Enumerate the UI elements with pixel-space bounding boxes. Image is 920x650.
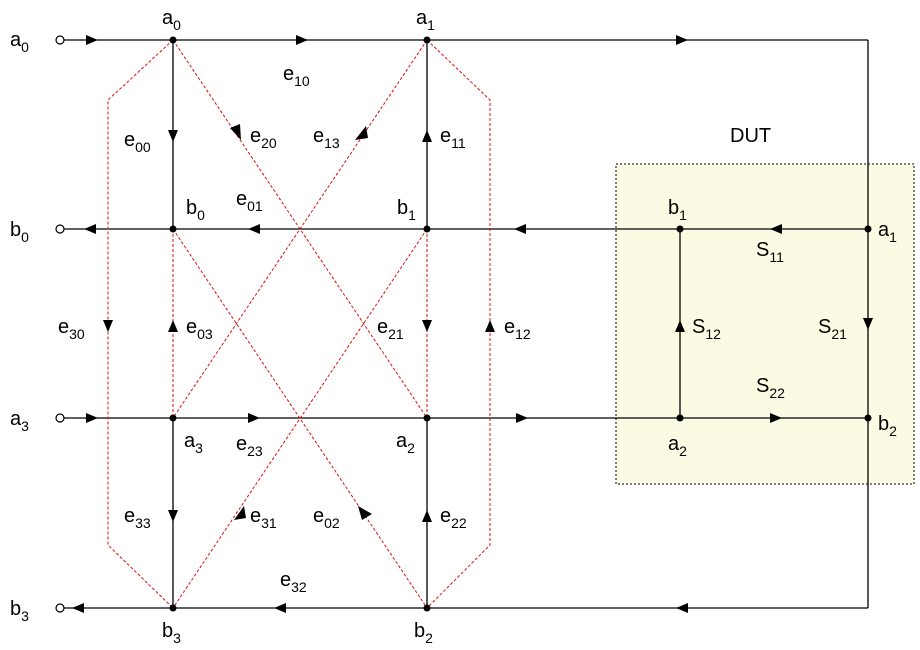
arrow-right [86,35,98,45]
edge-label-e13: e13 [313,125,340,151]
node-dut-b1 [676,225,684,233]
node-label-dut-a2: a2 [668,433,687,459]
node-dut-a2 [676,414,684,422]
edge-labels: e10 e00 e20 e13 e11 e01 e30 e03 e21 e12 … [58,63,847,595]
port-labels: a0 b0 a3 b3 [10,29,29,624]
node-b2 [423,604,431,612]
arrow-right [676,35,688,45]
port-label-a3: a3 [10,408,29,434]
node-label-b1: b1 [397,197,416,223]
arrow-left [72,603,84,613]
edge-label-e31: e31 [250,505,277,531]
port-label-b0: b0 [10,219,29,245]
edge-label-e30: e30 [58,316,85,342]
arrow-left [514,224,526,234]
node-label-a3: a3 [184,430,203,456]
arrows [72,35,873,613]
arrow-up [485,320,495,332]
edge-label-e22: e22 [440,505,467,531]
arrow-down [168,130,178,142]
arrow-diag [355,126,368,140]
port-a0[interactable] [55,35,65,45]
port-label-b3: b3 [10,598,29,624]
edge-label-S22: S22 [756,375,785,401]
node-label-a2: a2 [396,430,415,456]
edge-label-e33: e33 [124,505,151,531]
arrow-diag [230,124,241,140]
node-label-a0: a0 [162,7,181,33]
edge-label-S11: S11 [756,239,784,265]
arrow-diag [358,506,372,520]
edge-label-e20: e20 [250,125,277,151]
node-dut-b2 [864,414,872,422]
arrow-up [168,320,178,332]
node-label-b0: b0 [186,197,205,223]
edge-label-e12: e12 [504,316,531,342]
node-label-dut-a1: a1 [878,219,897,245]
node-label-dut-b2: b2 [878,413,897,439]
red-e12-path [426,39,491,609]
red-e02 [172,228,428,609]
edge-label-e03: e03 [186,316,213,342]
arrow-diag [234,506,246,520]
arrow-right [770,413,782,423]
arrow-left [676,603,688,613]
node-label-b2: b2 [414,620,433,646]
port-b0[interactable] [55,224,65,234]
edge-label-e10: e10 [283,63,310,89]
nodes [169,36,872,612]
port-b3[interactable] [55,603,65,613]
edge-label-e02: e02 [313,505,340,531]
node-a1 [423,36,431,44]
edge-label-e00: e00 [124,129,151,155]
port-a3[interactable] [55,413,65,423]
node-a2 [423,414,431,422]
arrow-down [863,318,873,330]
node-a3 [169,414,177,422]
arrow-left [248,224,260,234]
arrow-right [86,413,98,423]
node-label-a1: a1 [416,7,435,33]
arrow-up [675,320,685,332]
red-paths [107,39,491,609]
node-b0 [169,225,177,233]
ports [55,35,65,613]
node-dut-a1 [864,225,872,233]
arrow-right [516,413,528,423]
node-labels: a0 a1 b0 b1 a3 a2 b3 b2 b1 a1 a2 b2 [162,7,897,646]
edge-label-S21: S21 [818,316,847,342]
edge-label-e21: e21 [377,316,404,342]
arrow-left [84,224,96,234]
edge-label-e23: e23 [236,433,263,459]
arrow-right [296,35,308,45]
node-b1 [423,225,431,233]
arrow-up [422,130,432,142]
arrow-down [422,320,432,332]
arrow-down [168,510,178,522]
arrow-left [770,224,782,234]
edge-label-e32: e32 [280,569,307,595]
edge-label-e01: e01 [236,188,263,214]
red-e31 [172,228,428,609]
arrow-right [248,413,260,423]
edge-label-S12: S12 [692,316,721,342]
node-label-dut-b1: b1 [668,197,687,223]
dut-label: DUT [730,125,771,147]
arrow-down [103,320,113,332]
arrow-up [422,510,432,522]
port-label-a0: a0 [10,29,29,55]
dut-box [615,163,915,485]
edge-label-e11: e11 [440,125,466,151]
arrow-left [274,603,286,613]
node-b3 [169,604,177,612]
red-e13 [172,39,428,419]
node-a0 [169,36,177,44]
node-label-b3: b3 [162,620,181,646]
